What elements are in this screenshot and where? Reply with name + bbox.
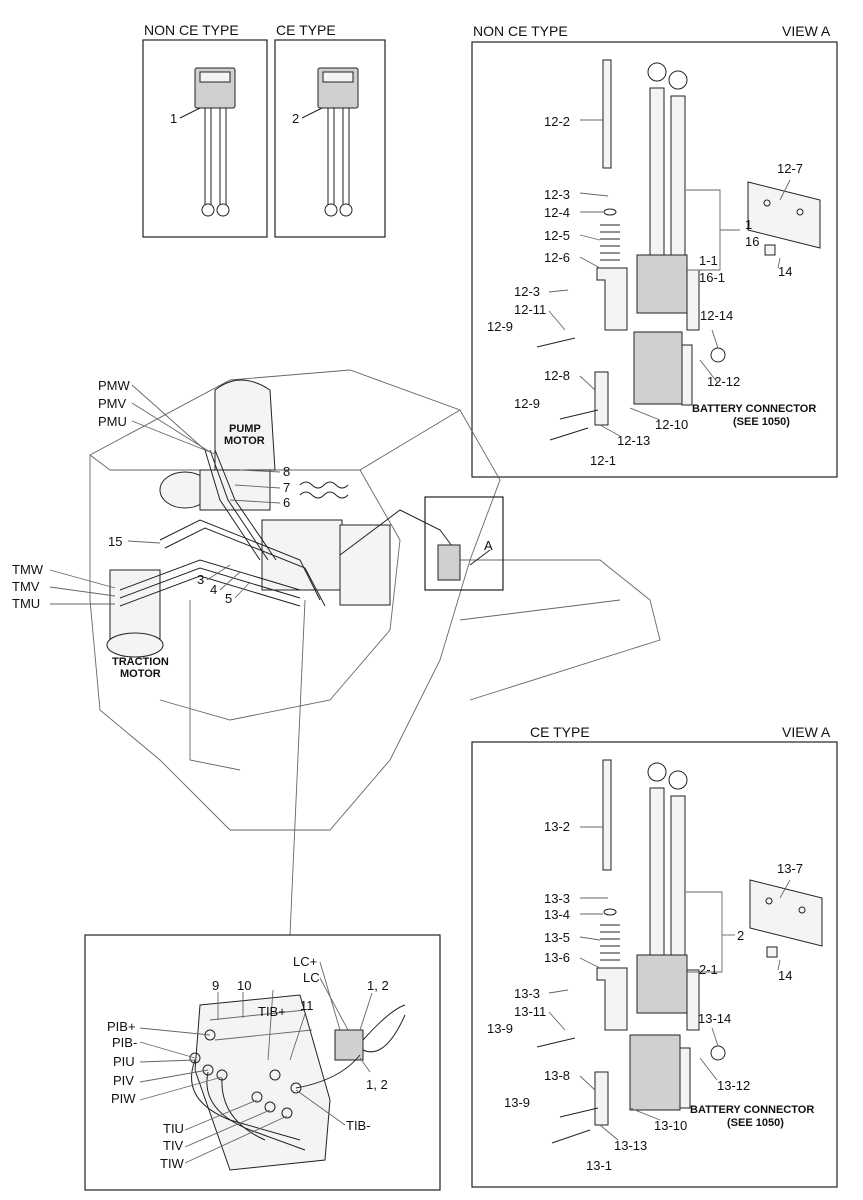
label-2: 2 [737,928,744,943]
view-a-bottom-header-right: VIEW A [782,724,831,740]
view-a-bottom-box: CE TYPE VIEW A [471,724,838,1188]
label-12-3b: 12-3 [514,284,540,299]
label-12-7: 12-7 [777,161,803,176]
battery-connector-ref-bottom: (SEE 1050) [727,1117,784,1129]
label-3: 3 [197,572,204,587]
connector-ce-illustration [301,67,359,217]
label-pmw: PMW [98,378,131,393]
label-tiw: TIW [160,1156,185,1171]
label-12-1: 12-1 [590,453,616,468]
label-lc: LC [303,970,320,985]
label-13-9a: 13-9 [487,1021,513,1036]
label-13-2: 13-2 [544,819,570,834]
non-ce-type-header: NON CE TYPE [144,22,239,38]
label-pump-motor: MOTOR [224,435,265,447]
label-11: 11 [300,998,314,1013]
label-12-5: 12-5 [544,228,570,243]
label-16: 16 [745,234,759,249]
label-15: 15 [108,534,122,549]
connector-non-ce-illustration [179,67,236,217]
label-9: 9 [212,978,219,993]
label-tmw: TMW [12,562,44,577]
label-10: 10 [237,978,251,993]
label-tib-plus: TIB+ [258,1004,286,1019]
label-tib-minus: TIB- [346,1118,371,1133]
label-12-13: 12-13 [617,433,650,448]
label-1: 1 [745,217,752,232]
label-13-6: 13-6 [544,950,570,965]
label-16-1: 16-1 [699,270,725,285]
label-13-12: 13-12 [717,1078,750,1093]
label-13-1: 13-1 [586,1158,612,1173]
label-12-6: 12-6 [544,250,570,265]
label-12-3a: 12-3 [544,187,570,202]
label-pib-minus: PIB- [112,1035,137,1050]
label-12-8: 12-8 [544,368,570,383]
label-traction-motor: MOTOR [120,668,161,680]
view-a-bottom-illustration [536,759,823,1144]
label-12-12: 12-12 [707,374,740,389]
label-traction: TRACTION [112,656,169,668]
label-5: 5 [225,591,232,606]
label-13-14: 13-14 [698,1011,731,1026]
label-8: 8 [283,464,290,479]
view-a-top-illustration [536,59,821,441]
label-12-14: 12-14 [700,308,733,323]
label-12-2: 12-2 [544,114,570,129]
label-tiv: TIV [163,1138,184,1153]
label-12-9b: 12-9 [514,396,540,411]
label-14-top: 14 [778,264,792,279]
label-lc-plus: LC+ [293,954,317,969]
label-piv: PIV [113,1073,134,1088]
view-a-top-header-left: NON CE TYPE [473,23,568,39]
label-7: 7 [283,480,290,495]
label-13-3b: 13-3 [514,986,540,1001]
label-12-9a: 12-9 [487,319,513,334]
view-a-top-box: NON CE TYPE VIEW A [471,23,838,478]
label-12-10: 12-10 [655,417,688,432]
label-12-4: 12-4 [544,205,570,220]
label-13-4: 13-4 [544,907,570,922]
label-13-7: 13-7 [777,861,803,876]
label-pump: PUMP [229,423,261,435]
label-view-a-arrow: A [484,538,493,553]
truck-illustration [49,369,661,936]
label-13-10: 13-10 [654,1118,687,1133]
label-13-5: 13-5 [544,930,570,945]
label-13-3a: 13-3 [544,891,570,906]
label-1-1: 1-1 [699,253,718,268]
label-2-1: 2-1 [699,962,718,977]
view-a-top-header-right: VIEW A [782,23,831,39]
label-pmv: PMV [98,396,127,411]
label-tiu: TIU [163,1121,184,1136]
battery-connector-top: BATTERY CONNECTOR [692,403,816,415]
label-13-13: 13-13 [614,1138,647,1153]
controller-detail-illustration [139,961,406,1171]
item-1-label: 1 [170,111,177,126]
label-12-11: 12-11 [514,302,546,317]
label-pib-plus: PIB+ [107,1019,136,1034]
label-13-8: 13-8 [544,1068,570,1083]
battery-connector-ref-top: (SEE 1050) [733,416,790,428]
battery-connector-bottom: BATTERY CONNECTOR [690,1104,814,1116]
item-2-label: 2 [292,111,299,126]
controller-detail-box: LC+ LC 1, 2 9 10 TIB+ 11 PIB+ PIB- PIU P… [84,934,441,1191]
label-14-bottom: 14 [778,968,792,983]
label-piw: PIW [111,1091,136,1106]
ce-type-box: CE TYPE 2 [274,22,386,238]
label-tmv: TMV [12,579,40,594]
view-a-bottom-header-left: CE TYPE [530,724,590,740]
non-ce-type-box: NON CE TYPE 1 [142,22,268,238]
label-13-9b: 13-9 [504,1095,530,1110]
label-6: 6 [283,495,290,510]
label-1-2-top: 1, 2 [367,978,389,993]
label-piu: PIU [113,1054,135,1069]
label-4: 4 [210,582,217,597]
label-1-2-bottom: 1, 2 [366,1077,388,1092]
label-tmu: TMU [12,596,40,611]
label-pmu: PMU [98,414,127,429]
label-13-11: 13-11 [514,1004,546,1019]
ce-type-header: CE TYPE [276,22,336,38]
